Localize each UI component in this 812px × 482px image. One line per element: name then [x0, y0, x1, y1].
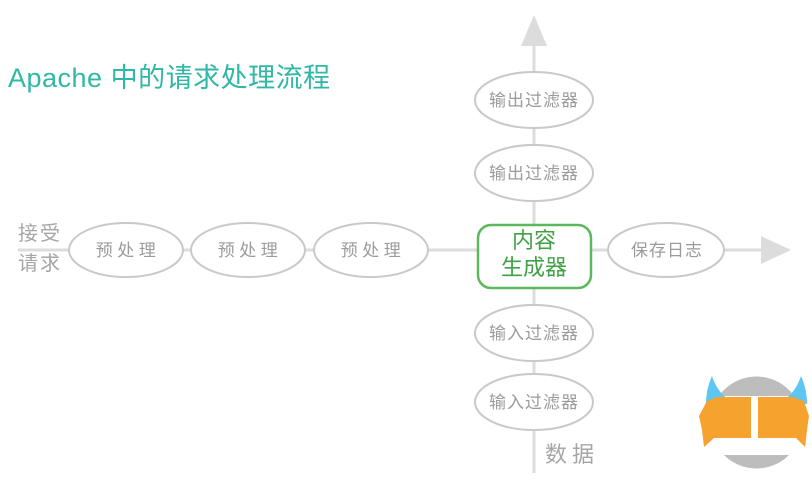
output-filter-label: 输出过滤器 [489, 164, 579, 183]
preprocess-ellipse [190, 222, 306, 278]
output-filter-ellipse [474, 144, 594, 202]
node-output-filter-1: 输出过滤器 [474, 71, 594, 129]
node-input-filter-2: 输入过滤器 [474, 373, 594, 431]
save-log-ellipse [607, 222, 725, 278]
preprocess-label: 预处理 [96, 241, 161, 260]
axis-label-data: 数据 [545, 442, 599, 467]
right-arrow-icon [761, 236, 791, 264]
save-log-label: 保存日志 [631, 241, 703, 260]
content-generator-label-line1: 内容 [512, 228, 556, 253]
preprocess-label: 预处理 [218, 241, 283, 260]
input-filter-label: 输入过滤器 [489, 324, 579, 343]
node-content-generator: 内容 生成器 [476, 223, 593, 290]
preprocess-label: 预处理 [341, 241, 406, 260]
output-filter-label: 输出过滤器 [489, 91, 579, 110]
node-save-log: 保存日志 [607, 222, 725, 278]
preprocess-ellipse [313, 222, 429, 278]
site-logo [692, 376, 812, 469]
content-generator-label-line2: 生成器 [501, 255, 567, 280]
logo-left-table-icon [699, 397, 751, 447]
input-filter-ellipse [474, 373, 594, 431]
node-output-filter-2: 输出过滤器 [474, 144, 594, 202]
node-preprocess-1: 预处理 [68, 222, 184, 278]
logo-right-table-icon [758, 397, 809, 447]
axis-label-request: 请求 [18, 252, 62, 275]
input-filter-ellipse [474, 304, 594, 362]
node-preprocess-2: 预处理 [190, 222, 306, 278]
content-generator-box [476, 223, 593, 290]
preprocess-ellipse [68, 222, 184, 278]
logo-left-horn-icon [706, 376, 736, 404]
axis-label-accept: 接受 [18, 222, 62, 245]
up-arrow-icon [521, 15, 547, 46]
node-preprocess-3: 预处理 [313, 222, 429, 278]
page-title: Apache 中的请求处理流程 [8, 63, 331, 93]
logo-right-horn-icon [777, 376, 807, 404]
node-input-filter-1: 输入过滤器 [474, 304, 594, 362]
output-filter-ellipse [474, 71, 594, 129]
input-filter-label: 输入过滤器 [489, 393, 579, 412]
